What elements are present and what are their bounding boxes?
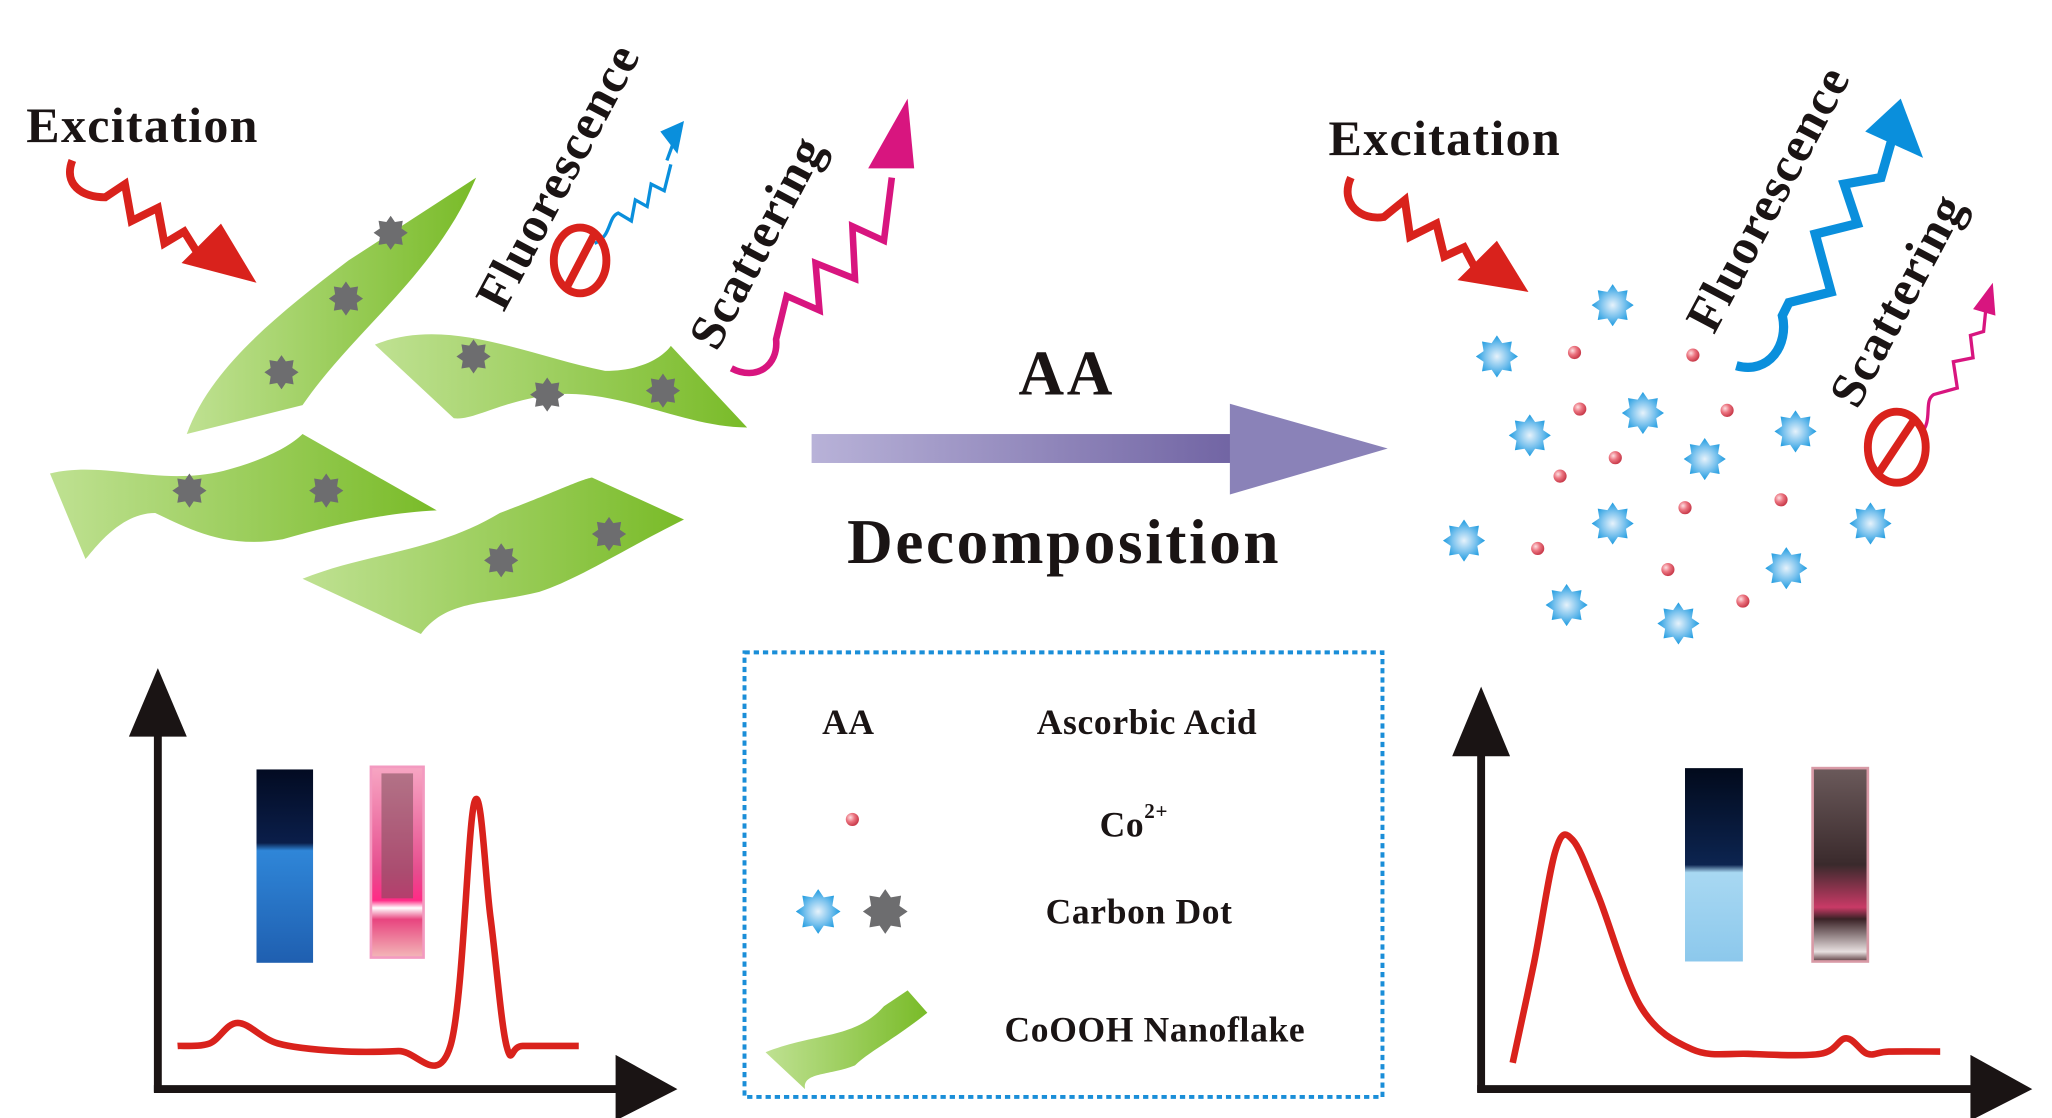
process-label: Decomposition <box>847 507 1281 577</box>
carbon-dot-gray-icon <box>591 516 627 552</box>
y-axis-arrow-icon <box>128 668 187 737</box>
legend-item-co-ion: Co2+ <box>845 799 1169 845</box>
legend-label-carbon-dot: Carbon Dot <box>1046 891 1233 931</box>
legend-label-coooh-nanoflake: CoOOH Nanoflake <box>1005 1010 1306 1050</box>
co-ion-icon <box>1531 541 1545 556</box>
co-ion-icon <box>1608 451 1622 465</box>
nanoflake <box>49 434 437 559</box>
left-excitation-arrow-icon <box>66 159 257 283</box>
carbon-dot-blue-icon <box>1475 335 1518 378</box>
co-ion-icon <box>1573 402 1587 416</box>
right-scattering-arrow-icon <box>1919 282 1996 436</box>
cuvette-blue-bright-photo <box>1685 768 1743 962</box>
carbon-dot-blue-icon <box>1765 547 1808 590</box>
spectrum-line-after <box>1509 831 1941 1064</box>
left-excitation-label: Excitation <box>26 97 258 153</box>
co-ion-icon <box>1686 348 1700 362</box>
carbon-dot-blue-icon <box>1591 502 1634 545</box>
carbon-dot-blue-icon <box>795 889 841 934</box>
carbon-dot-blue-icon <box>1774 410 1817 453</box>
y-axis-arrow-icon <box>1452 686 1511 757</box>
cuvette-pink-photo <box>369 765 425 959</box>
carbon-dot-blue-icon <box>1683 437 1726 481</box>
co-ion-icon <box>1553 469 1567 483</box>
spectrum-chart-before <box>128 668 678 1118</box>
nanoflake-icon <box>765 990 928 1090</box>
left-fluorescence-blocked-icon <box>549 223 611 298</box>
right-fluorescence-label: Fluorescence <box>1674 56 1861 340</box>
right-excitation-arrow-icon <box>1343 175 1529 292</box>
carbon-dot-gray-icon <box>484 543 519 578</box>
carbon-dot-gray-icon <box>456 339 491 374</box>
carbon-dot-gray-icon <box>309 473 344 508</box>
cuvette-dark-photo <box>1811 766 1870 963</box>
right-scattering-label: Scattering <box>1818 184 1977 415</box>
carbon-dot-gray-icon <box>172 473 207 508</box>
nanoflake-cluster <box>49 177 748 634</box>
nanoflake <box>186 177 477 435</box>
legend-label-ascorbic-acid: Ascorbic Acid <box>1037 702 1258 742</box>
carbon-dot-blue-icon <box>1545 583 1588 627</box>
left-scattering-label: Scattering <box>677 126 836 357</box>
legend-label-co: Co2+ <box>1100 799 1169 844</box>
x-axis-arrow-icon <box>1970 1054 2033 1118</box>
legend: AA Ascorbic Acid Co2+ Carbon Dot CoOOH N… <box>742 650 1385 1099</box>
nanoflake <box>374 334 748 428</box>
cuvette-blue-photo <box>256 769 314 963</box>
carbon-dot-gray-icon <box>328 281 364 316</box>
legend-item-nanoflake: CoOOH Nanoflake <box>765 990 1306 1090</box>
carbon-dot-blue-icon <box>1442 519 1486 562</box>
left-scattering-arrow-icon <box>729 98 915 377</box>
carbon-dot-blue-icon <box>1621 391 1664 435</box>
co-text: Co <box>1100 805 1145 845</box>
legend-item-carbon-dot: Carbon Dot <box>795 889 1233 934</box>
spectrum-chart-after <box>1452 686 2033 1118</box>
co-ion-icon <box>1661 562 1675 577</box>
reagent-label: AA <box>1019 339 1115 409</box>
legend-border <box>742 650 1385 1099</box>
legend-item-aa: AA Ascorbic Acid <box>822 702 1257 742</box>
carbon-dot-gray-icon <box>264 355 299 390</box>
legend-symbol-aa: AA <box>822 702 875 742</box>
carbon-dot-gray-icon <box>373 215 408 250</box>
right-scattering-blocked-icon <box>1863 407 1930 487</box>
x-axis-arrow-icon <box>615 1054 678 1118</box>
co-superscript: 2+ <box>1144 799 1168 823</box>
reaction-arrow-icon <box>811 403 1388 495</box>
co-ion-icon <box>1567 345 1582 360</box>
carbon-dot-gray-icon <box>862 889 908 934</box>
co-ion-icon <box>845 812 859 827</box>
co-ion-icon <box>1736 594 1750 608</box>
co-ion-icon <box>1720 403 1734 417</box>
carbon-dot-blue-icon <box>1591 284 1634 327</box>
right-fluorescence-arrow-icon <box>1735 98 1924 372</box>
co-ion-icon <box>1774 493 1788 507</box>
carbon-dot-blue-icon <box>1508 414 1551 457</box>
right-excitation-label: Excitation <box>1329 110 1561 166</box>
carbon-dot-blue-icon <box>1657 602 1700 645</box>
cobalt-ions <box>1531 345 1788 608</box>
released-carbon-dots <box>1442 284 1892 645</box>
co-ion-icon <box>1678 501 1692 515</box>
carbon-dot-blue-icon <box>1849 502 1892 545</box>
carbon-dot-gray-icon <box>645 373 681 408</box>
spectrum-line-before <box>177 795 579 1069</box>
carbon-dot-gray-icon <box>530 377 565 412</box>
